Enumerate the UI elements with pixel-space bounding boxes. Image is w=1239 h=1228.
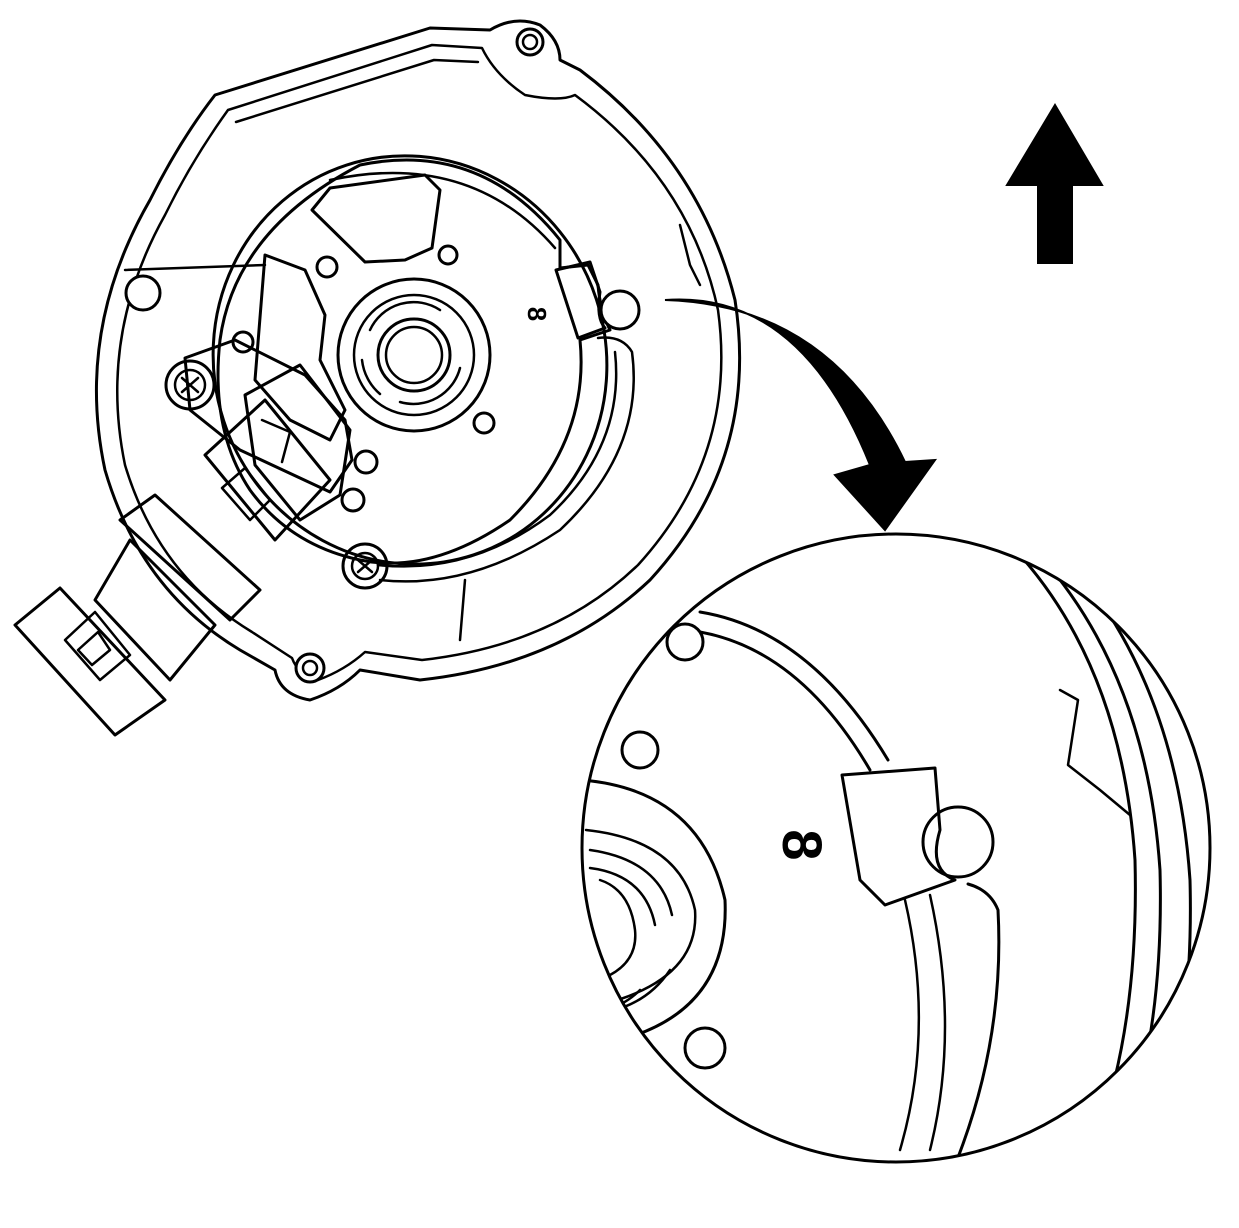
- housing-hole-left: [124, 274, 162, 312]
- mounting-lug-bottom: [294, 652, 326, 684]
- rotor-hole: [472, 411, 496, 435]
- main-view-mark: 8: [522, 307, 552, 321]
- index-hole: [599, 289, 641, 331]
- rotor-hole: [315, 255, 339, 279]
- housing-outline: [94, 19, 742, 702]
- ring-seal: [211, 154, 609, 566]
- housing-partition: [123, 263, 467, 642]
- actuator-body: [183, 338, 354, 542]
- screw-upper: [164, 359, 216, 411]
- rotor-hole: [340, 487, 366, 513]
- curved-arrow-icon: [664, 298, 938, 532]
- hub: [336, 277, 492, 433]
- detail-view: 8: [580, 532, 1212, 1164]
- screw-lower: [341, 542, 389, 590]
- electrical-connector: [13, 493, 262, 737]
- alignment-tab: [554, 260, 607, 340]
- up-arrow-icon: [1005, 103, 1104, 264]
- mounting-lug-top: [515, 27, 545, 57]
- main-assembly: 8: [13, 19, 742, 737]
- rotor-hole: [437, 244, 459, 266]
- rotor-hole: [353, 449, 379, 475]
- rotor-plate: [216, 158, 635, 583]
- detail-view-mark: 8: [771, 829, 834, 860]
